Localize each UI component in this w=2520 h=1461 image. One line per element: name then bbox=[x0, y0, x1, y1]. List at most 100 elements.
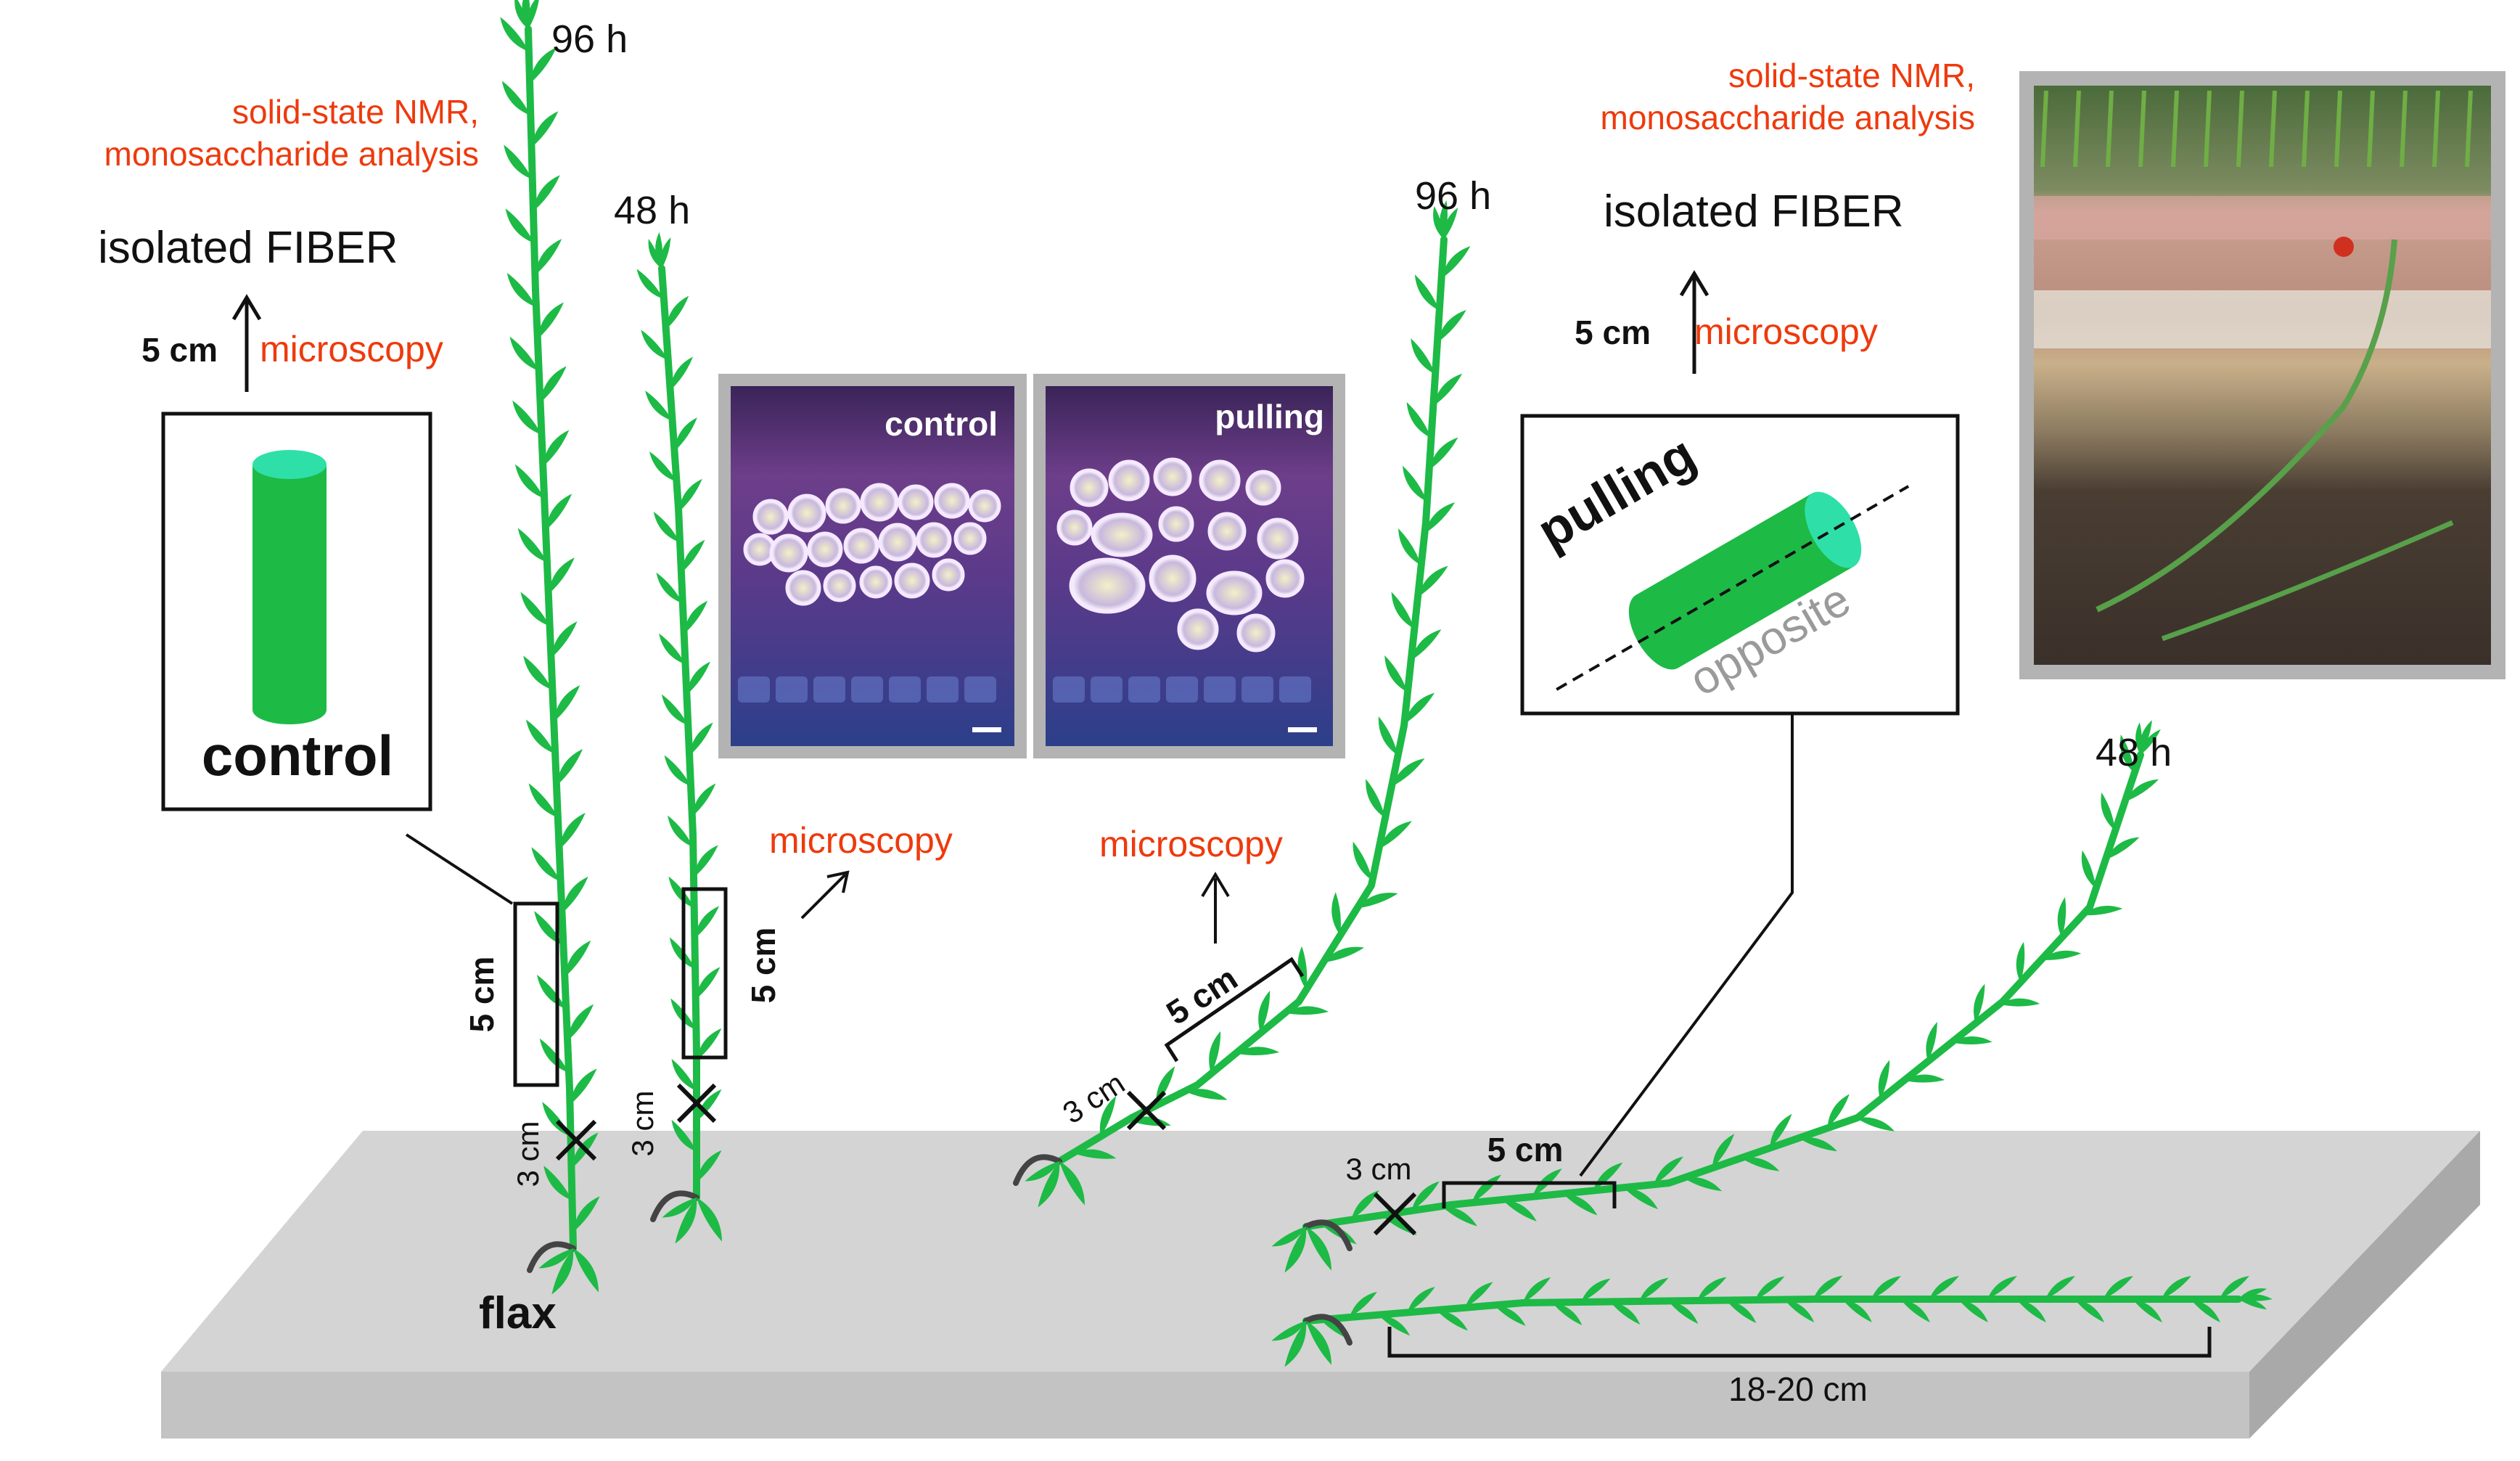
flax-leaf bbox=[1402, 465, 1427, 502]
flax-leaf bbox=[1424, 502, 1456, 534]
flax-leaf bbox=[681, 539, 705, 573]
flax-leaf bbox=[528, 783, 558, 818]
fiber-cell bbox=[1153, 457, 1192, 496]
photo-seedling bbox=[2040, 90, 2048, 168]
photo-red-marker bbox=[2334, 237, 2354, 257]
flax-leaf bbox=[2040, 950, 2082, 960]
parenchyma-cell bbox=[964, 676, 996, 703]
flax-leaf bbox=[653, 511, 681, 543]
photo-details bbox=[2034, 90, 2491, 642]
fiber-cell bbox=[769, 533, 808, 573]
fiber-cell bbox=[934, 483, 970, 519]
fiber-cell bbox=[1236, 613, 1276, 652]
flax-leaf bbox=[548, 557, 575, 594]
fiber-cell bbox=[1265, 559, 1305, 598]
flax-leaf bbox=[2161, 1275, 2191, 1299]
flax-leaf bbox=[1878, 1060, 1890, 1100]
flax-leaf bbox=[662, 1198, 697, 1218]
flax-leaf bbox=[1429, 437, 1458, 470]
flax-leaf bbox=[1411, 629, 1442, 661]
control-section: solid-state NMR, monosaccharide analysis… bbox=[98, 17, 953, 1338]
flax-leaf bbox=[1378, 1314, 1411, 1336]
flax-leaf bbox=[1411, 338, 1436, 375]
flax-leaf bbox=[1406, 401, 1432, 438]
flax-leaf bbox=[512, 400, 542, 435]
flax-leaf bbox=[1502, 1199, 1537, 1221]
flax-leaf bbox=[697, 1089, 722, 1121]
flax-plant-48h-right bbox=[1302, 720, 2161, 1245]
fiber-cell bbox=[1149, 554, 1197, 602]
root-curve bbox=[1013, 1154, 1062, 1186]
flax-leaf bbox=[2081, 850, 2096, 889]
roots-96h-bent bbox=[1013, 1154, 1085, 1208]
flax-leaf bbox=[1667, 1301, 1699, 1325]
roots-48h-right bbox=[1271, 1219, 1353, 1273]
microscopy-pulling-panel: pulling bbox=[1033, 374, 1345, 758]
flax-leaf bbox=[641, 330, 668, 360]
flax-leaf bbox=[500, 17, 529, 52]
flax-leaf bbox=[562, 876, 588, 914]
flax-leaf bbox=[573, 1248, 599, 1293]
length-range-label: 18-20 cm bbox=[1728, 1370, 1868, 1408]
flax-leaf bbox=[684, 600, 708, 634]
flax-leaf bbox=[517, 528, 547, 562]
flax-leaf bbox=[645, 390, 673, 421]
flax-leaf bbox=[1929, 1275, 1959, 1299]
flax-leaf bbox=[1712, 1134, 1735, 1169]
fiber-cell bbox=[787, 494, 826, 533]
cut-mark-96h-bent bbox=[1126, 1090, 1167, 1131]
three-cm-label-96h-bent: 3 cm bbox=[1056, 1065, 1130, 1130]
flax-leaf bbox=[520, 592, 550, 626]
flax-leaf bbox=[1951, 1036, 1992, 1045]
fiber-cell bbox=[1257, 517, 1299, 560]
fiber-cell bbox=[1056, 509, 1093, 546]
fiber-cell bbox=[825, 488, 861, 524]
flax-leaf bbox=[670, 356, 694, 390]
flax-leaf bbox=[636, 269, 664, 300]
flax-leaf bbox=[1562, 1193, 1598, 1216]
flax-leaf bbox=[525, 719, 556, 754]
flax-leaf bbox=[1284, 1321, 1307, 1367]
flax-leaf bbox=[554, 685, 580, 722]
flax-leaf bbox=[537, 302, 564, 340]
fiber-cell bbox=[785, 570, 821, 606]
flax-leaf bbox=[1770, 1113, 1792, 1148]
time-label-48h-left: 48 h bbox=[614, 189, 690, 232]
flax-leaf bbox=[665, 295, 689, 330]
fiber-cell bbox=[916, 522, 952, 558]
microscopy-label-right: microscopy bbox=[1694, 311, 1878, 352]
flax-leaf bbox=[1440, 200, 1448, 240]
root-curve bbox=[1303, 1219, 1353, 1251]
photo-seedling bbox=[2334, 90, 2342, 168]
flax-leaf bbox=[533, 175, 560, 212]
length-bracket bbox=[1387, 1327, 2212, 1358]
cut-mark-48h-left bbox=[676, 1083, 717, 1124]
flax-leaf bbox=[1353, 841, 1373, 881]
cut-mark-48h-right bbox=[1373, 1192, 1417, 1236]
flax-leaf bbox=[671, 1058, 697, 1091]
flax-stem bbox=[1302, 1296, 2242, 1325]
flax-leaf bbox=[1842, 1299, 1872, 1323]
flax-leaf bbox=[1357, 893, 1398, 909]
flax-leaf bbox=[2190, 1299, 2220, 1323]
flax-leaf bbox=[1059, 1161, 1085, 1206]
flax-leaf bbox=[661, 694, 689, 726]
flax-leaf bbox=[2105, 837, 2140, 860]
time-label-48h-right: 48 h bbox=[2096, 731, 2172, 774]
flax-leaf bbox=[1974, 983, 1985, 1023]
flax-leaf bbox=[2057, 897, 2067, 938]
time-label-96h-left: 96 h bbox=[551, 17, 628, 61]
flax-leaf bbox=[694, 906, 720, 939]
root-curve bbox=[527, 1241, 576, 1273]
photo-seedling bbox=[2269, 90, 2277, 168]
parenchyma-cell bbox=[1279, 676, 1311, 703]
five-cm-label-48h-right: 5 cm bbox=[1487, 1131, 1564, 1169]
three-cm-vert-96h-left: 3 cm bbox=[511, 1121, 545, 1187]
fiber-cell bbox=[898, 484, 934, 520]
fiber-cell bbox=[807, 531, 843, 568]
control-connector bbox=[405, 833, 514, 905]
flax-leaf bbox=[1494, 1305, 1526, 1326]
flax-leaf bbox=[1297, 946, 1308, 990]
control-cylinder bbox=[253, 450, 327, 724]
scale-bar-control bbox=[972, 727, 1001, 732]
